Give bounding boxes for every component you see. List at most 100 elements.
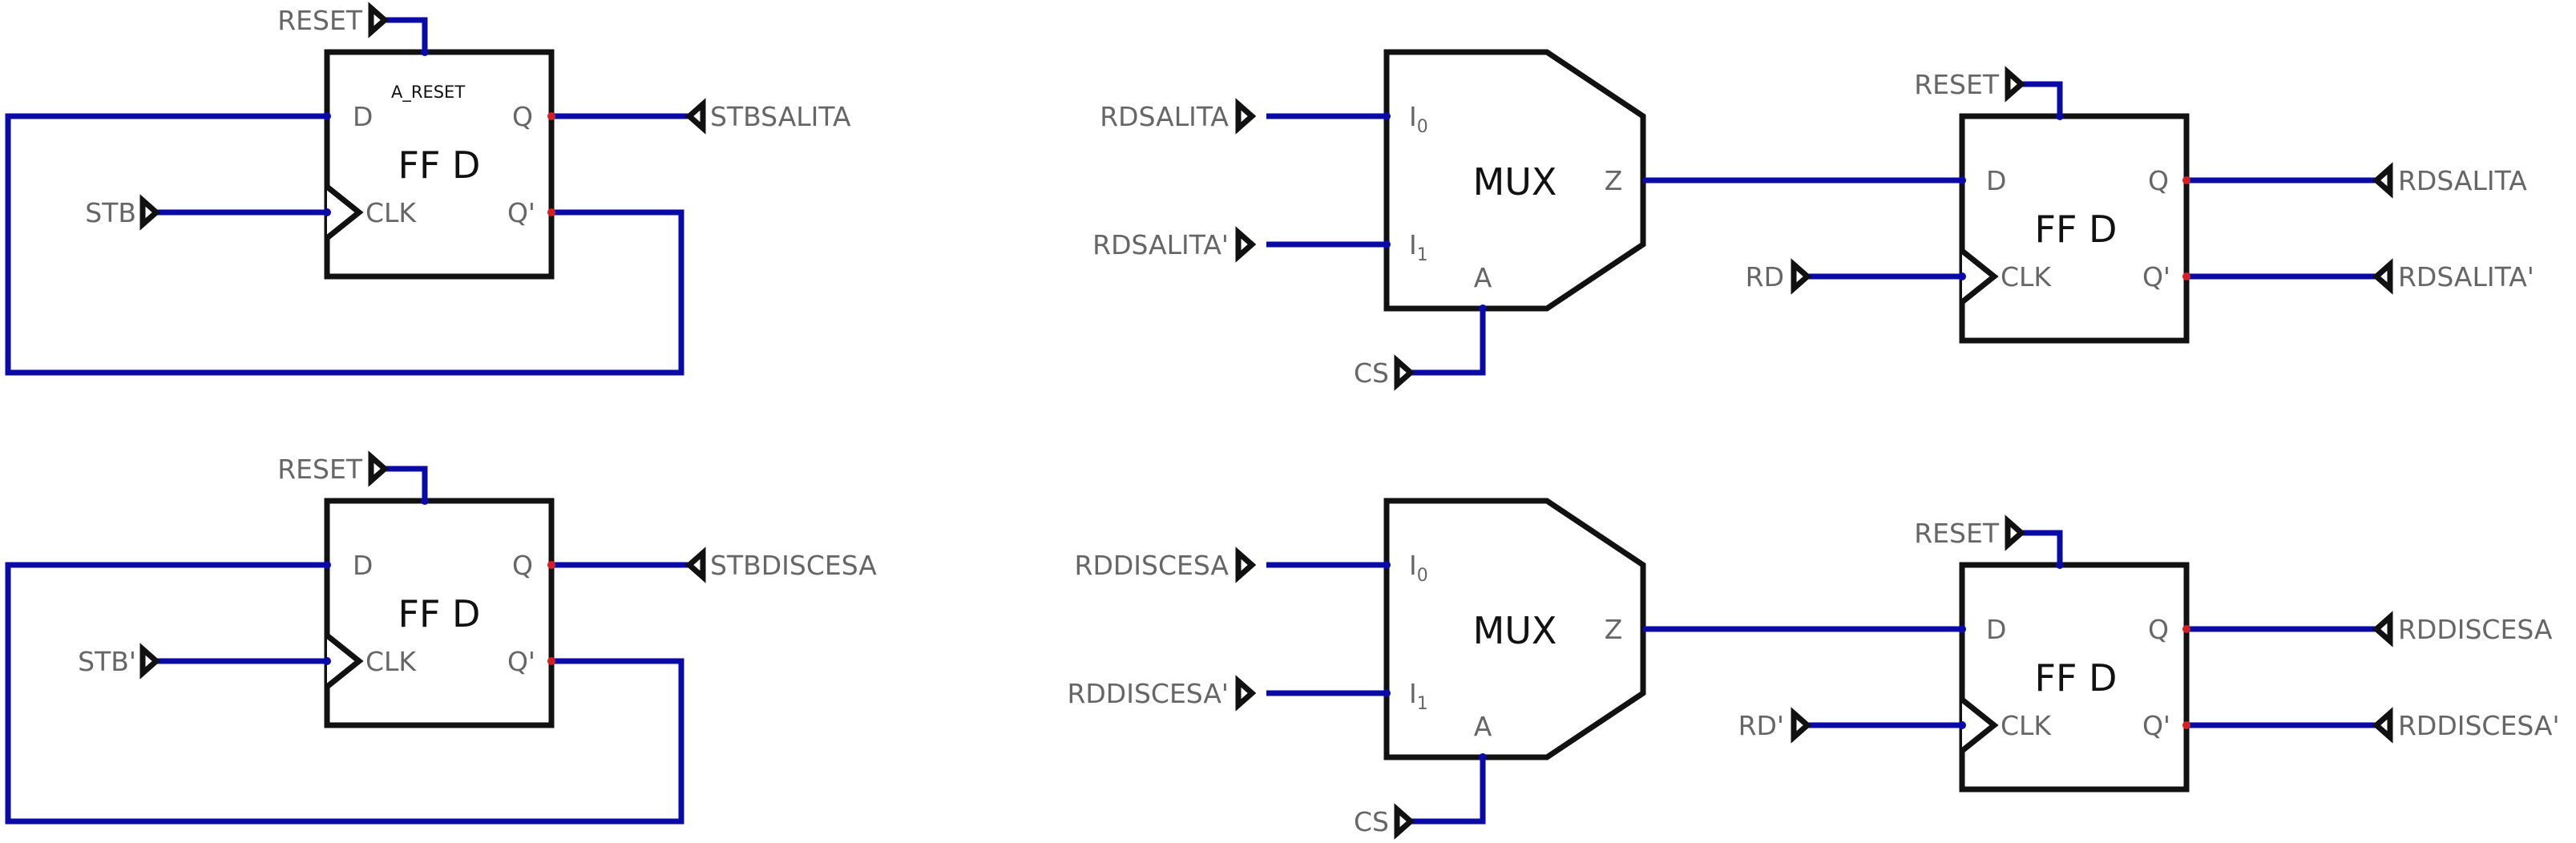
pin-d-label: D — [1986, 165, 2006, 196]
port-in-icon[interactable] — [1235, 98, 1257, 135]
ff-stb[interactable]: RESET A_RESET FF D D CLK Q Q' STB STBSAL… — [5, 2, 851, 376]
reset-label: RESET — [277, 454, 363, 485]
pin-q-label: Q — [2148, 165, 2169, 196]
port-in-icon[interactable] — [1235, 226, 1257, 263]
port-in-icon[interactable] — [368, 2, 390, 38]
pin-i0-label: I0 — [1409, 101, 1428, 137]
input-pin-dot — [1383, 112, 1391, 120]
input-pin-dot — [323, 208, 331, 216]
port-in-icon[interactable] — [139, 194, 161, 231]
port-out-icon[interactable] — [684, 98, 706, 135]
ff-salita[interactable]: RESET FF D D CLK Q Q' RD RDSALITA RDSALI… — [1643, 66, 2534, 344]
ff-discesa-body — [1959, 562, 2190, 793]
reset-label: RESET — [277, 5, 363, 36]
q-output-label: STBDISCESA — [710, 550, 877, 581]
port-in-icon[interactable] — [2005, 514, 2026, 551]
wire-mux-sel — [1411, 309, 1486, 376]
input-pin-dot — [323, 112, 331, 120]
port-out-icon[interactable] — [2372, 258, 2393, 295]
port-in-icon[interactable] — [1394, 803, 1415, 840]
ff-salita-body — [1959, 113, 2190, 344]
pin-i0-label: I0 — [1409, 550, 1428, 586]
pin-a-label: A — [1474, 711, 1492, 742]
input-pin-dot — [2056, 112, 2064, 120]
mux-sel-label: CS — [1354, 357, 1389, 389]
output-pin-dot — [547, 112, 555, 120]
q-output-label: STBSALITA — [710, 101, 851, 132]
port-in-icon[interactable] — [1394, 354, 1415, 391]
pin-q-label: Q — [512, 550, 533, 581]
pin-a-label: A — [1474, 262, 1492, 293]
pin-clk-label: CLK — [2001, 710, 2052, 741]
clock-triangle-icon — [325, 184, 364, 240]
mux-salita-body — [1383, 49, 1646, 312]
pin-clk-label: CLK — [365, 646, 417, 677]
ff-stb-body — [324, 49, 555, 280]
ff-discesa[interactable]: RESET FF D D CLK Q Q' RD' RDDISCESA RDDI… — [1643, 514, 2560, 793]
pin-qn-label: Q' — [507, 197, 535, 228]
input-pin-dot — [1383, 689, 1391, 697]
input-pin-dot — [323, 657, 331, 665]
wire-stbn-reset — [385, 466, 428, 501]
pin-qn-label: Q' — [2142, 710, 2170, 741]
mux-salita[interactable]: MUX I0 I1 A Z RDSALITA RDSALITA' CS — [1092, 49, 1646, 391]
output-pin-dot — [547, 561, 555, 569]
pin-qn-label: Q' — [507, 646, 535, 677]
pin-q-label: Q — [512, 101, 533, 132]
pin-clk-label: CLK — [2001, 261, 2052, 292]
port-in-icon[interactable] — [2005, 66, 2026, 103]
pin-qn-label: Q' — [2142, 261, 2170, 292]
pin-q-label: Q — [2148, 614, 2169, 645]
clock-triangle-icon — [1960, 248, 1999, 305]
port-in-icon[interactable] — [1791, 707, 1812, 744]
input-pin-dot — [1383, 561, 1391, 569]
port-in-icon[interactable] — [1791, 258, 1812, 295]
wire-stb-reset — [385, 17, 428, 52]
ff-stbn[interactable]: RESET FF D D CLK Q Q' STB' STBDISCESA — [5, 450, 877, 825]
port-in-icon[interactable] — [368, 450, 390, 487]
wire-reset — [2021, 530, 2063, 565]
pin-d-label: D — [353, 101, 373, 132]
qn-output-label: RDSALITA' — [2398, 261, 2534, 292]
port-out-icon[interactable] — [2372, 707, 2393, 744]
mux-discesa[interactable]: MUX I0 I1 A Z RDDISCESA RDDISCESA' CS — [1067, 498, 1646, 840]
output-pin-dot — [547, 208, 555, 216]
ff-stbn-body — [324, 498, 555, 728]
input-pin-dot — [2056, 561, 2064, 569]
pin-d-label: D — [353, 550, 373, 581]
pin-z-label: Z — [1605, 165, 1623, 196]
port-out-icon[interactable] — [2372, 611, 2393, 647]
pin-i1-label: I1 — [1409, 678, 1428, 714]
pin-i1-label: I1 — [1409, 229, 1428, 265]
clk-input-label: RD' — [1738, 710, 1784, 741]
q-output-label: RDDISCESA — [2398, 614, 2553, 645]
clock-triangle-icon — [325, 633, 364, 689]
wire-mux-sel — [1411, 757, 1486, 825]
clk-input-label: STB' — [78, 646, 136, 677]
output-pin-dot — [547, 657, 555, 665]
ff-title: FF D — [398, 143, 481, 187]
port-in-icon[interactable] — [1235, 547, 1257, 583]
mux-in0-label: RDSALITA — [1100, 101, 1229, 132]
pin-z-label: Z — [1605, 614, 1623, 645]
input-pin-dot — [1958, 176, 1966, 184]
mux-in1-label: RDDISCESA' — [1067, 678, 1229, 709]
pin-clk-label: CLK — [365, 197, 417, 228]
ff-title: FF D — [398, 592, 481, 635]
output-pin-dot — [2182, 176, 2190, 184]
pin-d-label: D — [1986, 614, 2006, 645]
clk-input-label: STB — [85, 197, 136, 228]
port-out-icon[interactable] — [684, 547, 706, 583]
ff-title: FF D — [2035, 656, 2118, 700]
qn-output-label: RDDISCESA' — [2398, 710, 2560, 741]
mux-in1-label: RDSALITA' — [1092, 229, 1229, 260]
output-pin-dot — [2182, 721, 2190, 729]
output-pin-dot — [2182, 272, 2190, 280]
port-in-icon[interactable] — [1235, 675, 1257, 712]
input-pin-dot — [1383, 240, 1391, 248]
port-out-icon[interactable] — [2372, 162, 2393, 199]
wire-reset — [2021, 81, 2063, 116]
output-pin-dot — [2182, 625, 2190, 633]
port-in-icon[interactable] — [139, 643, 161, 680]
